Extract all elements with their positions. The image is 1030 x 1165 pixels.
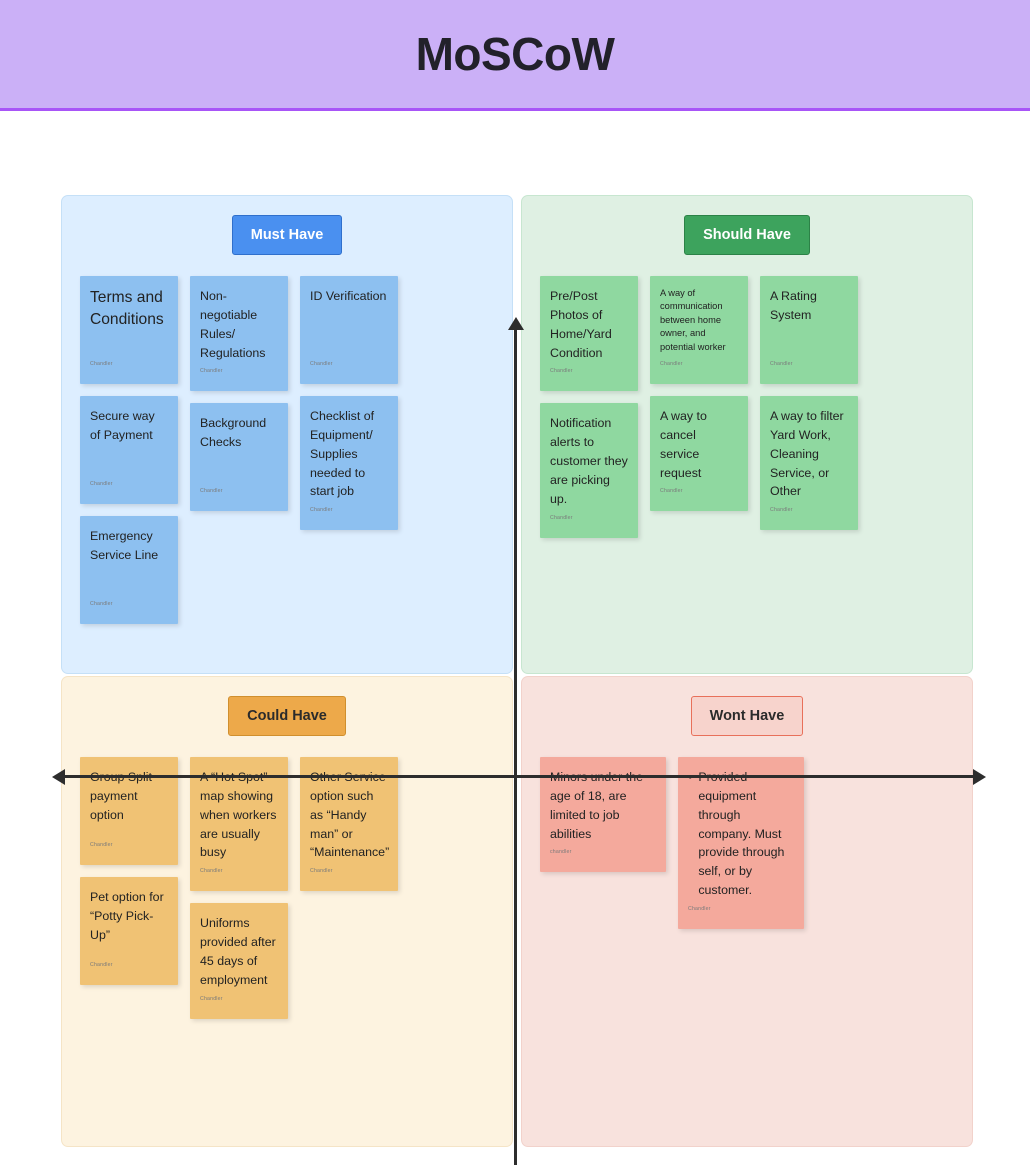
- sticky-note[interactable]: Other Service option such as “Handy man”…: [300, 757, 398, 892]
- note-author: Chandler: [310, 361, 333, 367]
- arrow-up-icon: [508, 317, 524, 330]
- note-author: Chandler: [770, 361, 793, 367]
- sticky-note[interactable]: Secure way of Payment Chandler: [80, 396, 178, 504]
- quadrant-must-have[interactable]: Must Have Terms and Conditions Chandler …: [61, 195, 513, 674]
- notes-column: A “Hot Spot” map showing when workers ar…: [190, 757, 288, 1019]
- note-author: Chandler: [550, 368, 573, 375]
- vertical-axis-line: [514, 323, 517, 1165]
- note-author: Chandler: [688, 905, 711, 912]
- note-text: A way to filter Yard Work, Cleaning Serv…: [770, 409, 844, 499]
- quadrant-header-must: Must Have: [62, 196, 512, 255]
- arrow-right-icon: [973, 769, 986, 785]
- note-text: Background Checks: [200, 416, 267, 450]
- note-bullet-row: • Provided equipment through company. Mu…: [688, 768, 794, 900]
- note-text: Pre/Post Photos of Home/Yard Condition: [550, 289, 612, 360]
- notes-column: Terms and Conditions Chandler Secure way…: [80, 276, 178, 624]
- badge-wont-have[interactable]: Wont Have: [690, 696, 804, 736]
- quadrant-should-have[interactable]: Should Have Pre/Post Photos of Home/Yard…: [521, 195, 973, 674]
- sticky-note[interactable]: Checklist of Equipment/ Supplies needed …: [300, 396, 398, 531]
- notes-column: Pre/Post Photos of Home/Yard Condition C…: [540, 276, 638, 538]
- note-author: Chandler: [90, 601, 113, 607]
- quadrant-header-could: Could Have: [62, 677, 512, 736]
- note-text: Secure way of Payment: [90, 409, 155, 442]
- quadrant-header-should: Should Have: [522, 196, 972, 255]
- note-author: chandler: [550, 849, 572, 856]
- notes-column: Non-negotiable Rules/ Regulations Chandl…: [190, 276, 288, 624]
- note-author: Chandler: [90, 361, 113, 367]
- notes-column: ID Verification Chandler Checklist of Eq…: [300, 276, 398, 624]
- moscow-board: Must Have Terms and Conditions Chandler …: [0, 111, 1030, 1165]
- notes-area-wont: Minors under the age of 18, are limited …: [522, 757, 972, 929]
- note-author: Chandler: [660, 361, 683, 367]
- note-text: Non-negotiable Rules/ Regulations: [200, 289, 266, 360]
- note-author: Chandler: [200, 868, 223, 875]
- sticky-note[interactable]: • Provided equipment through company. Mu…: [678, 757, 804, 929]
- quadrant-wont-have[interactable]: Wont Have Minors under the age of 18, ar…: [521, 676, 973, 1147]
- note-text: Minors under the age of 18, are limited …: [550, 770, 643, 841]
- note-text: ID Verification: [310, 289, 387, 303]
- notes-column: • Provided equipment through company. Mu…: [678, 757, 804, 929]
- badge-must-have[interactable]: Must Have: [231, 215, 343, 255]
- note-author: Chandler: [90, 842, 113, 848]
- note-text: Other Service option such as “Handy man”…: [310, 770, 390, 860]
- note-text: A “Hot Spot” map showing when workers ar…: [200, 770, 277, 860]
- note-text: Notification alerts to customer they are…: [550, 416, 628, 506]
- note-author: Chandler: [200, 368, 223, 375]
- sticky-note[interactable]: Group Split payment option Chandler: [80, 757, 178, 865]
- sticky-note[interactable]: Uniforms provided after 45 days of emplo…: [190, 903, 288, 1019]
- page-header: MoSCoW: [0, 0, 1030, 111]
- notes-column: Group Split payment option Chandler Pet …: [80, 757, 178, 1019]
- bullet-icon: •: [688, 768, 692, 900]
- notes-column: Minors under the age of 18, are limited …: [540, 757, 666, 929]
- notes-columns-should: Pre/Post Photos of Home/Yard Condition C…: [522, 276, 972, 538]
- page-title: MoSCoW: [415, 28, 615, 80]
- note-author: Chandler: [90, 962, 113, 968]
- sticky-note[interactable]: Background Checks Chandler: [190, 403, 288, 512]
- notes-column: A way of communication between home owne…: [650, 276, 748, 538]
- sticky-note[interactable]: Emergency Service Line Chandler: [80, 516, 178, 624]
- note-author: Chandler: [310, 868, 333, 875]
- quadrant-header-wont: Wont Have: [522, 677, 972, 736]
- note-author: Chandler: [770, 507, 793, 514]
- note-text: Pet option for “Potty Pick-Up”: [90, 890, 164, 942]
- notes-area-should: Pre/Post Photos of Home/Yard Condition C…: [522, 276, 972, 538]
- sticky-note[interactable]: Pre/Post Photos of Home/Yard Condition C…: [540, 276, 638, 392]
- note-author: Chandler: [550, 514, 573, 521]
- sticky-note[interactable]: Notification alerts to customer they are…: [540, 403, 638, 538]
- sticky-note[interactable]: A way of communication between home owne…: [650, 276, 748, 384]
- note-author: Chandler: [200, 488, 223, 495]
- note-author: Chandler: [200, 995, 223, 1002]
- sticky-note[interactable]: Non-negotiable Rules/ Regulations Chandl…: [190, 276, 288, 392]
- note-text: A way to cancel service request: [660, 409, 707, 480]
- notes-column: Other Service option such as “Handy man”…: [300, 757, 398, 1019]
- badge-should-have[interactable]: Should Have: [684, 215, 810, 255]
- note-author: Chandler: [310, 507, 333, 514]
- notes-columns-wont: Minors under the age of 18, are limited …: [522, 757, 972, 929]
- sticky-note[interactable]: A way to filter Yard Work, Cleaning Serv…: [760, 396, 858, 531]
- notes-area-must: Terms and Conditions Chandler Secure way…: [62, 276, 512, 624]
- notes-columns-must: Terms and Conditions Chandler Secure way…: [62, 276, 512, 624]
- sticky-note[interactable]: A Rating System Chandler: [760, 276, 858, 384]
- quadrant-could-have[interactable]: Could Have Group Split payment option Ch…: [61, 676, 513, 1147]
- note-text: Terms and Conditions: [90, 289, 164, 329]
- note-author: Chandler: [90, 481, 113, 487]
- notes-column: A Rating System Chandler A way to filter…: [760, 276, 858, 538]
- notes-area-could: Group Split payment option Chandler Pet …: [62, 757, 512, 1019]
- sticky-note[interactable]: Pet option for “Potty Pick-Up” Chandler: [80, 877, 178, 985]
- notes-columns-could: Group Split payment option Chandler Pet …: [62, 757, 512, 1019]
- note-text: A Rating System: [770, 289, 817, 322]
- arrow-left-icon: [52, 769, 65, 785]
- sticky-note[interactable]: A way to cancel service request Chandler: [650, 396, 748, 512]
- note-text: Emergency Service Line: [90, 529, 159, 562]
- sticky-note[interactable]: ID Verification Chandler: [300, 276, 398, 384]
- badge-could-have[interactable]: Could Have: [228, 696, 346, 736]
- note-author: Chandler: [660, 488, 683, 495]
- note-text: A way of communication between home owne…: [660, 288, 726, 352]
- note-text: Checklist of Equipment/ Supplies needed …: [310, 409, 375, 499]
- horizontal-axis-line: [58, 775, 980, 778]
- note-text: Group Split payment option: [90, 770, 152, 822]
- note-text: Uniforms provided after 45 days of emplo…: [200, 916, 276, 987]
- note-text: Provided equipment through company. Must…: [698, 770, 785, 898]
- sticky-note[interactable]: Terms and Conditions Chandler: [80, 276, 178, 384]
